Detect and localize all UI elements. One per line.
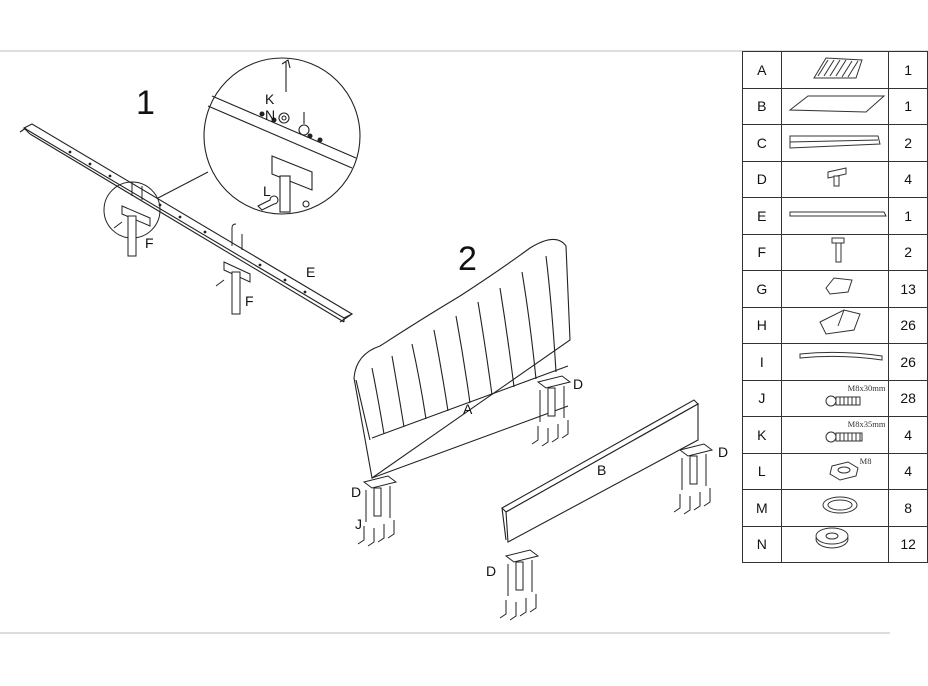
headboard-panel	[353, 238, 571, 479]
label-f2: F	[245, 293, 254, 309]
leg-bracket-d2	[673, 443, 714, 515]
part-letter: I	[742, 343, 782, 381]
label-a: A	[463, 401, 473, 417]
part-letter: H	[742, 306, 782, 344]
part-quantity: 28	[888, 379, 928, 417]
parts-row: G 13	[742, 270, 928, 308]
slat-cap-icon	[780, 270, 890, 308]
part-size-label: M8x30mm	[847, 382, 886, 393]
leg-bracket-d1	[531, 375, 572, 447]
side-rail-icon	[780, 124, 890, 162]
leg-bracket-icon	[780, 160, 890, 198]
part-letter: L	[742, 452, 782, 490]
detail-circle-large	[203, 57, 361, 215]
step-1-number: 1	[136, 84, 155, 122]
label-d4: D	[486, 563, 497, 579]
slat-icon	[780, 343, 890, 381]
headboard-panel-icon	[780, 51, 890, 89]
part-quantity: 4	[888, 452, 928, 490]
label-k: K	[265, 91, 275, 107]
part-letter: N	[742, 525, 782, 563]
footboard-panel-icon	[780, 87, 890, 125]
part-quantity: 1	[888, 197, 928, 235]
label-f1: F	[145, 235, 154, 251]
part-letter: G	[742, 270, 782, 308]
part-quantity: 8	[888, 489, 928, 527]
part-quantity: 12	[888, 525, 928, 563]
step1-center-beam	[19, 123, 354, 323]
part-letter: B	[742, 87, 782, 125]
spring-washer-icon	[780, 489, 890, 527]
part-size-label: M8	[859, 455, 872, 466]
label-d1: D	[573, 376, 584, 392]
part-quantity: 2	[888, 233, 928, 271]
label-l: L	[263, 183, 271, 199]
part-quantity: 1	[888, 87, 928, 125]
support-leg-f1	[113, 182, 151, 257]
parts-row: L M8 4	[742, 452, 928, 490]
part-letter: E	[742, 197, 782, 235]
label-d2: D	[718, 444, 729, 460]
part-quantity: 1	[888, 51, 928, 89]
leg-bracket-d3	[357, 475, 398, 547]
part-quantity: 4	[888, 160, 928, 198]
part-quantity: 13	[888, 270, 928, 308]
label-e: E	[306, 264, 316, 280]
center-beam-icon	[780, 197, 890, 235]
parts-row: H 26	[742, 306, 928, 344]
part-quantity: 26	[888, 306, 928, 344]
flat-washer-icon	[780, 525, 890, 563]
part-letter: D	[742, 160, 782, 198]
label-j: J	[355, 516, 362, 532]
part-letter: K	[742, 416, 782, 454]
part-letter: C	[742, 124, 782, 162]
step-2-number: 2	[458, 240, 477, 278]
label-n: N	[265, 107, 276, 123]
part-size-label: M8x35mm	[847, 419, 886, 429]
slat-holder-icon	[780, 306, 890, 344]
part-letter: J	[742, 379, 782, 417]
part-quantity: 26	[888, 343, 928, 381]
bolt-icon: M8x35mm	[780, 416, 890, 454]
part-quantity: 4	[888, 416, 928, 454]
support-leg-icon	[780, 233, 890, 271]
parts-row: N 12	[742, 525, 928, 563]
leg-brackets	[357, 375, 714, 621]
footboard-panel	[501, 399, 699, 543]
part-letter: A	[742, 51, 782, 89]
label-d3: D	[351, 484, 362, 500]
part-letter: F	[742, 233, 782, 271]
bolt-icon: M8x30mm	[780, 379, 890, 417]
parts-row: I 26	[742, 343, 928, 381]
nut-icon: M8	[780, 452, 890, 490]
part-quantity: 2	[888, 124, 928, 162]
leg-bracket-d4	[499, 549, 540, 621]
support-leg-f2	[215, 223, 251, 315]
label-b: B	[597, 462, 607, 478]
part-letter: M	[742, 489, 782, 527]
